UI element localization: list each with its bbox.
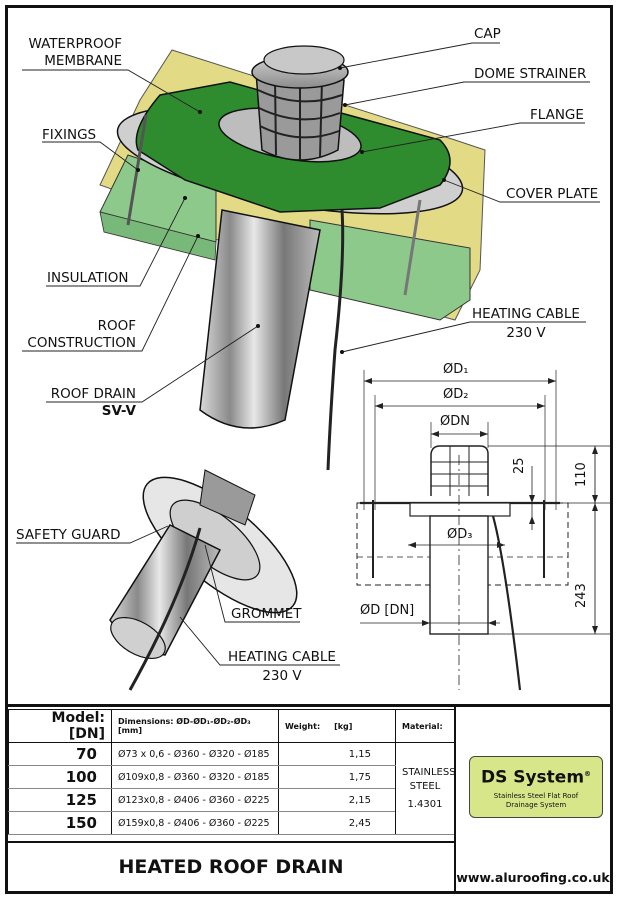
cell-material: STAINLESS STEEL 1.4301 <box>395 742 456 835</box>
spec-table: Model: [DN] Dimensions: ØD-ØD₁-ØD₂-ØD₃ [… <box>8 709 456 835</box>
label-cover-plate: COVER PLATE <box>506 186 599 202</box>
dim-height-25: 25 <box>512 457 527 474</box>
label-heating-cable-top-line2: 230 V <box>506 325 546 341</box>
cell-weight: 1,15 <box>278 742 396 766</box>
label-heating-cable-bottom-line1: HEATING CABLE <box>228 649 336 665</box>
table-row: 150 Ø159x0,8 - Ø406 - Ø360 - Ø225 2,45 <box>8 811 455 835</box>
label-roof-drain: ROOF DRAIN <box>50 386 136 402</box>
website-link[interactable]: www.aluroofing.co.uk <box>456 870 610 885</box>
cell-weight: 2,15 <box>278 788 396 812</box>
header-model: Model: [DN] <box>8 709 112 743</box>
cell-model: 70 <box>8 742 112 766</box>
cell-dimensions: Ø109x0,8 - Ø360 - Ø320 - Ø185 <box>111 765 279 789</box>
cell-dimensions: Ø159x0,8 - Ø406 - Ø360 - Ø225 <box>111 811 279 835</box>
label-roof-drain-model: SV-V <box>101 403 136 419</box>
label-dome-strainer: DOME STRAINER <box>474 66 587 82</box>
dim-d-dn: ØD [DN] <box>360 603 415 618</box>
dim-d2: ØD₂ <box>443 387 469 402</box>
label-grommet: GROMMET <box>231 606 302 622</box>
table-row: 125 Ø123x0,8 - Ø406 - Ø360 - Ø225 2,15 <box>8 788 455 812</box>
label-cap: CAP <box>474 26 501 42</box>
cell-dimensions: Ø123x0,8 - Ø406 - Ø360 - Ø225 <box>111 788 279 812</box>
dim-dn: ØDN <box>440 414 470 429</box>
cell-model: 150 <box>8 811 112 835</box>
label-insulation: INSULATION <box>47 270 129 286</box>
logo-name: DS System <box>480 767 585 788</box>
cell-dimensions: Ø73 x 0,6 - Ø360 - Ø320 - Ø185 <box>111 742 279 766</box>
leader-dots <box>136 66 446 354</box>
dimension-arrows <box>364 378 598 634</box>
table-header-row: Model: [DN] Dimensions: ØD-ØD₁-ØD₂-ØD₃ [… <box>8 709 455 743</box>
leader-lines-lower <box>16 525 340 666</box>
material-line3: 1.4301 <box>407 798 443 810</box>
header-weight: Weight: [kg] <box>278 709 396 743</box>
angled-drain-view <box>109 469 298 691</box>
label-safety-guard: SAFETY GUARD <box>16 527 121 543</box>
dome-strainer <box>255 71 345 161</box>
roof-drain-pipe <box>199 209 321 429</box>
label-roof-construction-line2: CONSTRUCTION <box>27 335 136 351</box>
drawing-title: HEATED ROOF DRAIN <box>8 841 454 891</box>
table-divider <box>5 704 613 707</box>
label-flange: FLANGE <box>530 107 584 123</box>
dim-height-110: 110 <box>574 462 589 487</box>
dim-height-243: 243 <box>574 583 589 608</box>
ds-system-logo: DS System® Stainless Steel Flat Roof Dra… <box>469 756 603 818</box>
header-dimensions: Dimensions: ØD-ØD₁-ØD₂-ØD₃ [mm] <box>111 709 279 743</box>
cell-weight: 1,75 <box>278 765 396 789</box>
dim-d1: ØD₁ <box>443 362 469 377</box>
leader-lines <box>22 42 600 403</box>
cell-model: 100 <box>8 765 112 789</box>
table-row: 70 Ø73 x 0,6 - Ø360 - Ø320 - Ø185 1,15 S… <box>8 742 456 835</box>
table-row: 100 Ø109x0,8 - Ø360 - Ø320 - Ø185 1,75 <box>8 765 455 789</box>
label-fixings: FIXINGS <box>42 127 97 143</box>
heating-cable <box>326 209 345 471</box>
cell-weight: 2,45 <box>278 811 396 835</box>
fixing-screw <box>403 199 422 296</box>
logo-tagline-line1: Stainless Steel Flat Roof <box>493 791 579 800</box>
material-line1: STAINLESS <box>402 766 456 778</box>
registered-mark: ® <box>584 770 592 778</box>
brand-panel: DS System® Stainless Steel Flat Roof Dra… <box>454 706 610 891</box>
label-waterproof-membrane-line1: WATERPROOF <box>28 36 123 52</box>
drawing-frame <box>5 5 613 894</box>
label-roof-construction-line1: ROOF <box>97 318 136 334</box>
dim-d3: ØD₃ <box>447 527 473 542</box>
label-heating-cable-top-line1: HEATING CABLE <box>472 306 580 322</box>
material-line2: STEEL <box>409 780 441 792</box>
header-material: Material: <box>395 709 455 743</box>
logo-tagline-line2: Drainage System <box>505 800 567 809</box>
cell-model: 125 <box>8 788 112 812</box>
label-heating-cable-bottom-line2: 230 V <box>262 668 302 684</box>
cap <box>251 45 349 89</box>
label-waterproof-membrane-line2: MEMBRANE <box>44 53 122 69</box>
section-drawing <box>356 370 610 691</box>
